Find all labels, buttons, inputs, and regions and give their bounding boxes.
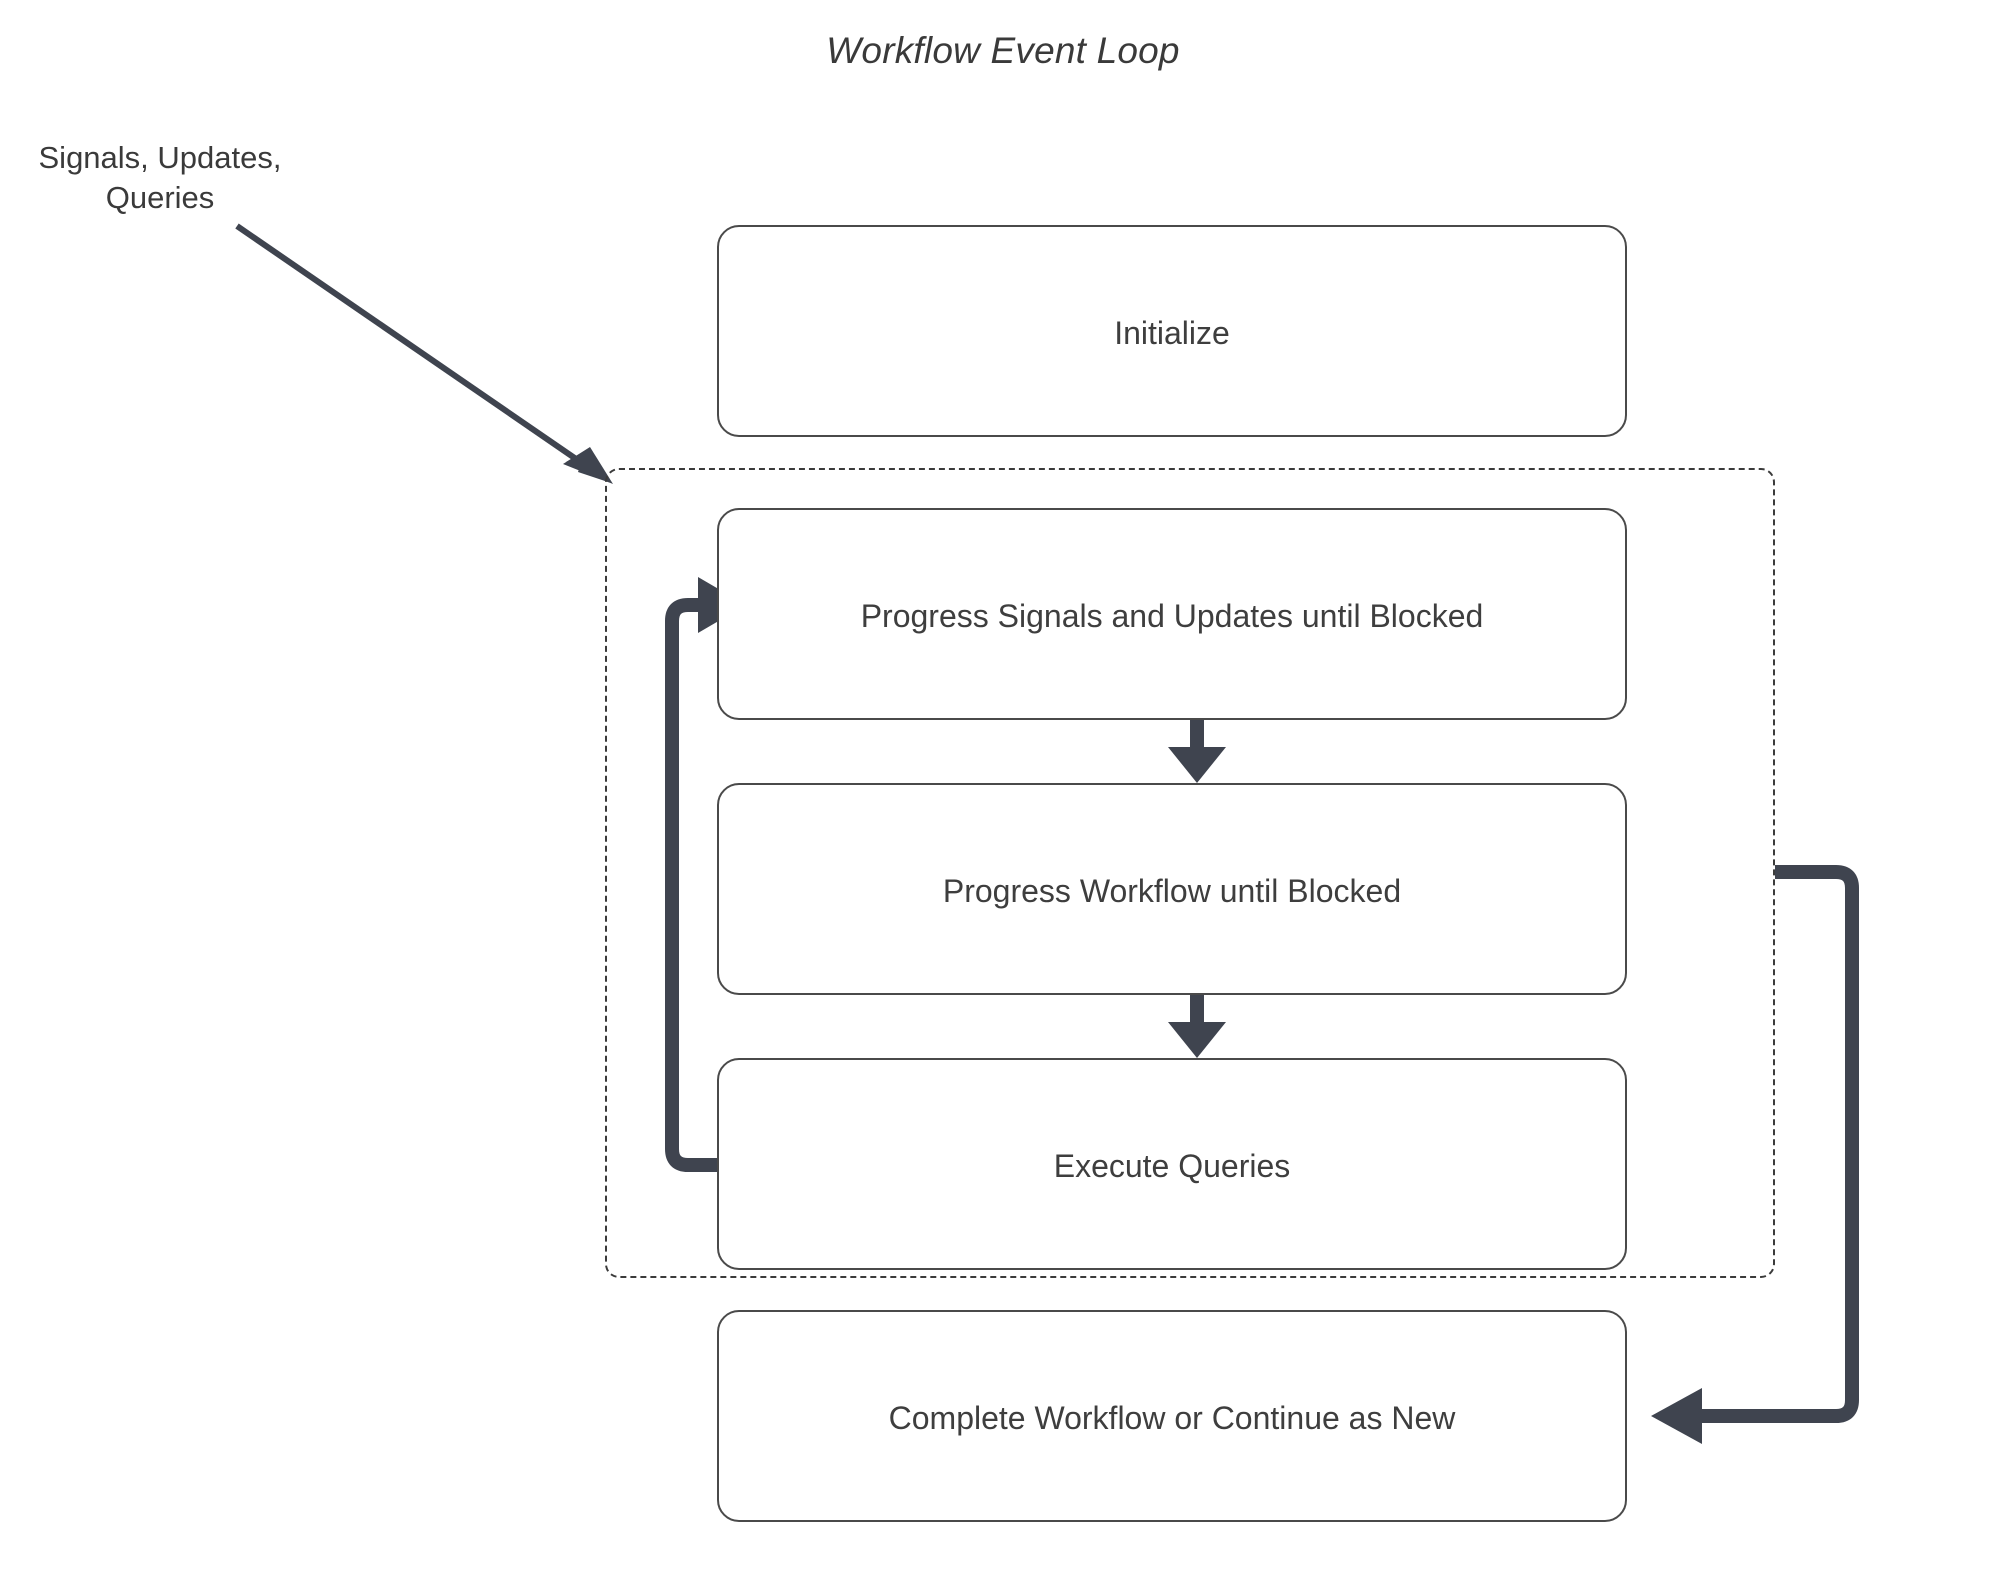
edge-label-signals-updates-queries: Signals, Updates, Queries (10, 138, 310, 219)
node-initialize[interactable] (717, 225, 1627, 437)
node-complete-workflow[interactable] (717, 1310, 1627, 1522)
node-progress-signals[interactable] (717, 508, 1627, 720)
edge-signals-to-workflow (1168, 720, 1226, 783)
node-progress-workflow[interactable] (717, 783, 1627, 995)
edge-loop-to-complete (1651, 865, 1859, 1444)
node-execute-queries[interactable] (717, 1058, 1627, 1270)
edge-workflow-to-queries (1168, 995, 1226, 1058)
edge-signals-into-loop (235, 223, 613, 484)
event-loop-region (605, 468, 1775, 1278)
edge-label-line-1: Signals, Updates, (38, 140, 282, 175)
page-title: Workflow Event Loop (826, 30, 1180, 71)
edge-label-line-2: Queries (105, 180, 215, 216)
